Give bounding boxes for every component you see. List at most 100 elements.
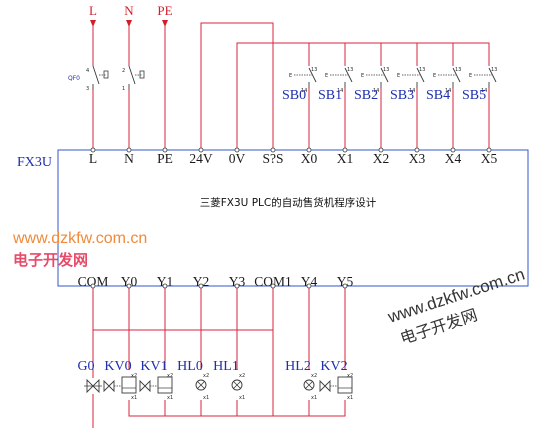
load-kv2 xyxy=(319,376,353,394)
button-prefix-sb1: E xyxy=(325,73,328,79)
input-terminal-x0: X0 xyxy=(301,151,318,166)
breaker-qf0 xyxy=(89,65,145,90)
output-terminal-dots xyxy=(90,283,348,289)
output-terminal-y1: Y1 xyxy=(157,274,174,289)
input-terminal-ss: S?S xyxy=(262,151,283,166)
button-terminal-sb4-13: 13 xyxy=(455,67,461,73)
button-terminal-sb2-14: 14 xyxy=(373,88,379,94)
button-terminal-sb0-13: 13 xyxy=(311,67,317,73)
button-terminal-sb3-14: 14 xyxy=(409,88,415,94)
power-wires xyxy=(200,22,490,150)
input-terminal-labels: L N PE 24V 0V S?S X0 X1 X2 X3 X4 X5 xyxy=(89,151,498,166)
button-terminal-sb4-14: 14 xyxy=(445,88,451,94)
button-terminal-sb0-14: 14 xyxy=(301,88,307,94)
load-label-hl1: HL1 xyxy=(213,359,239,374)
load-terminal-hl0-bottom: x1 xyxy=(203,395,209,401)
output-terminal-y0: Y0 xyxy=(121,274,138,289)
button-prefix-sb3: E xyxy=(397,73,400,79)
breaker-terminal-4: 4 xyxy=(86,68,89,74)
load-label-kv0: KV0 xyxy=(104,359,131,374)
push-button-sb3 xyxy=(402,66,425,88)
input-terminal-dots xyxy=(90,147,492,153)
load-terminal-kv2-top: x2 xyxy=(347,373,353,379)
plc-name: FX3U xyxy=(17,155,52,170)
plc-title: 三菱FX3U PLC的自动售货机程序设计 xyxy=(200,196,377,209)
input-terminal-0v: 0V xyxy=(229,151,246,166)
push-buttons xyxy=(294,66,497,88)
watermark-left-name: 电子开发网 xyxy=(13,251,88,269)
button-prefix-sb2: E xyxy=(361,73,364,79)
output-terminal-com1: COM1 xyxy=(254,274,292,289)
load-terminal-hl1-top: x2 xyxy=(239,373,245,379)
input-terminal-x5: X5 xyxy=(481,151,498,166)
button-label-sb2: SB2 xyxy=(354,88,378,103)
button-terminal-sb1-13: 13 xyxy=(347,67,353,73)
load-terminal-kv0-top: x2 xyxy=(131,373,137,379)
button-prefix-sb5: E xyxy=(469,73,472,79)
load-terminal-kv1-top: x2 xyxy=(167,373,173,379)
button-label-sb1: SB1 xyxy=(318,88,342,103)
load-hl1 xyxy=(231,379,243,391)
button-label-sb0: SB0 xyxy=(282,88,306,103)
push-button-sb4 xyxy=(438,66,461,88)
input-terminal-n: N xyxy=(124,151,134,166)
load-hl0 xyxy=(195,379,207,391)
breaker-label: QF0 xyxy=(68,75,80,82)
button-terminal-sb2-13: 13 xyxy=(383,67,389,73)
button-prefix-sb4: E xyxy=(433,73,436,79)
breaker-terminal-1: 1 xyxy=(122,86,125,92)
supply-arrows xyxy=(90,20,168,27)
output-terminal-y3: Y3 xyxy=(229,274,246,289)
output-wires xyxy=(92,286,346,428)
input-terminal-x4: X4 xyxy=(445,151,462,166)
load-label-g0: G0 xyxy=(77,359,94,374)
load-terminal-kv1-bottom: x1 xyxy=(167,395,173,401)
load-terminal-kv2-bottom: x1 xyxy=(347,395,353,401)
input-terminal-x2: X2 xyxy=(373,151,390,166)
load-kv0 xyxy=(103,376,137,394)
load-terminal-hl0-top: x2 xyxy=(203,373,209,379)
input-terminal-l: L xyxy=(89,151,97,166)
load-label-kv2: KV2 xyxy=(320,359,347,374)
plc-body xyxy=(57,149,529,287)
load-terminal-hl1-bottom: x1 xyxy=(239,395,245,401)
button-terminal-sb1-14: 14 xyxy=(337,88,343,94)
push-button-sb0 xyxy=(294,66,317,88)
load-kv1 xyxy=(139,376,173,394)
input-terminal-x1: X1 xyxy=(337,151,354,166)
supply-label-pe: PE xyxy=(157,3,172,18)
load-terminal-kv0-bottom: x1 xyxy=(131,395,137,401)
output-terminal-com: COM xyxy=(78,274,109,289)
breaker-terminal-2: 2 xyxy=(122,68,125,74)
supply-label-n: N xyxy=(124,3,134,18)
button-label-sb5: SB5 xyxy=(462,88,486,103)
push-button-sb1 xyxy=(330,66,353,88)
input-terminal-x3: X3 xyxy=(409,151,426,166)
input-terminal-24v: 24V xyxy=(189,151,213,166)
load-label-hl2: HL2 xyxy=(285,359,311,374)
load-label-kv1: KV1 xyxy=(140,359,167,374)
output-terminal-y2: Y2 xyxy=(193,274,210,289)
push-button-sb5 xyxy=(474,66,497,88)
push-button-sb2 xyxy=(366,66,389,88)
load-terminal-hl2-bottom: x1 xyxy=(311,395,317,401)
button-terminal-sb5-14: 14 xyxy=(481,88,487,94)
load-g0 xyxy=(84,378,102,394)
load-terminal-hl2-top: x2 xyxy=(311,373,317,379)
output-terminal-y5: Y5 xyxy=(337,274,354,289)
output-terminal-labels: COM Y0 Y1 Y2 Y3 COM1 Y4 Y5 xyxy=(78,274,354,289)
load-label-hl0: HL0 xyxy=(177,359,203,374)
button-label-sb3: SB3 xyxy=(390,88,414,103)
input-terminal-pe: PE xyxy=(157,151,173,166)
button-terminal-sb3-13: 13 xyxy=(419,67,425,73)
watermark-left-url: www.dzkfw.com.cn xyxy=(12,230,147,247)
breaker-terminal-3: 3 xyxy=(86,86,89,92)
supply-label-l: L xyxy=(89,3,97,18)
output-terminal-y4: Y4 xyxy=(301,274,318,289)
button-terminal-sb5-13: 13 xyxy=(491,67,497,73)
load-hl2 xyxy=(303,379,315,391)
button-prefix-sb0: E xyxy=(289,73,292,79)
button-label-sb4: SB4 xyxy=(426,88,450,103)
